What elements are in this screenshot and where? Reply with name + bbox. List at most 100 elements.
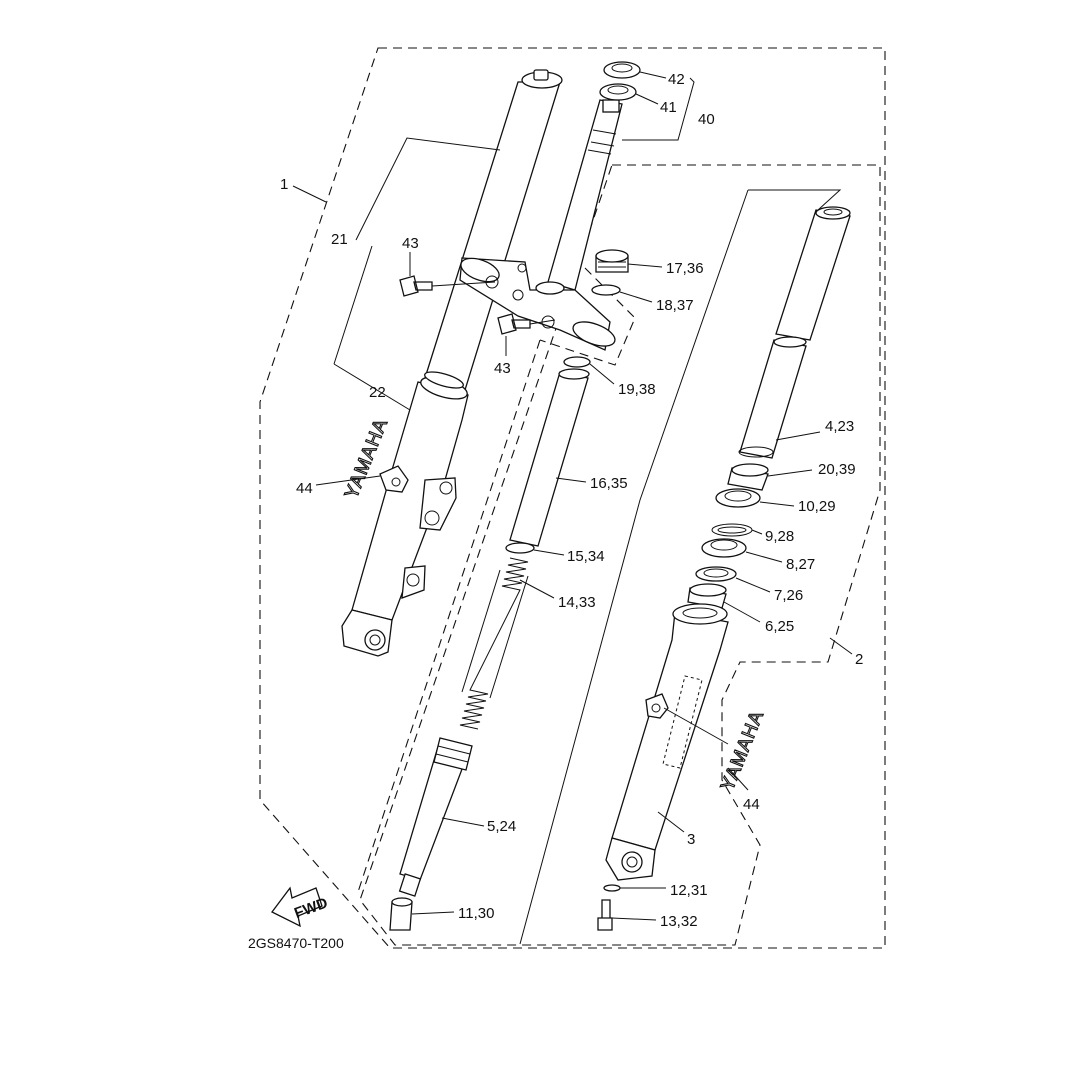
callout-5-24: 5,24: [487, 818, 516, 835]
leader-43b-bolt: [529, 319, 556, 325]
leader-44b-stud: [663, 707, 729, 745]
left-dust-seal: [424, 371, 464, 389]
left-inner-tube: [424, 81, 561, 391]
leader-18: [619, 291, 653, 303]
right-outer-tube-3-top: [672, 603, 728, 625]
right-reflector-stud: [645, 693, 669, 719]
circlip-19: [563, 356, 591, 368]
callout-43-upper: 43: [402, 235, 419, 252]
bracket-clamp-left: [460, 257, 500, 283]
right-axle-hole: [621, 851, 643, 873]
callout-20-39: 20,39: [818, 461, 856, 478]
left-reflector-stud: [379, 465, 409, 493]
left-internals: [389, 249, 629, 931]
bracket-stem-collar: [535, 281, 565, 295]
callout-11-30: 11,30: [458, 905, 494, 922]
right-fork-exploded: [597, 206, 851, 931]
leader-9: [751, 529, 763, 535]
left-caliper-mount-lower: [401, 565, 426, 599]
left-mount-hole-2: [424, 510, 440, 526]
right-axle-hole-inner: [626, 856, 638, 868]
leader-2: [829, 637, 853, 655]
leader-42: [639, 71, 667, 79]
right-reflector-hole: [651, 703, 661, 713]
leader-22-upper: [333, 245, 373, 365]
callout-44-right: 44: [743, 796, 760, 813]
right-inner-tube-upper: [775, 209, 851, 341]
left-tube-cap-bolt: [533, 69, 549, 81]
bolt-43-upper: [399, 275, 433, 297]
inner-dashed-left-assembly: [357, 339, 541, 893]
callout-6-25: 6,25: [765, 618, 794, 635]
leader-5: [441, 817, 485, 827]
left-axle-hole: [364, 629, 386, 651]
callout-44-left: 44: [296, 480, 313, 497]
callout-43-lower: 43: [494, 360, 511, 377]
spring-seat-15: [505, 542, 535, 554]
fork-spring-14-outline-right: [489, 575, 529, 699]
left-outer-tube: [351, 381, 469, 621]
o-ring-18: [591, 284, 621, 296]
oil-seal-8-inner: [710, 539, 738, 551]
inner-tube-4-bushing: [738, 446, 774, 458]
callout-labels: 1 2 3 4,23 5,24 6,25 7,26 8,27 9,28 10,2…: [280, 71, 863, 930]
leader-21: [355, 137, 501, 241]
callout-7-26: 7,26: [774, 587, 803, 604]
left-axle-hole-inner: [369, 634, 381, 646]
right-inner-tube-top: [815, 206, 851, 220]
bearing-41-inner: [607, 85, 629, 95]
stem-top-nut: [602, 99, 620, 113]
damper-rod-5-coil-1: [437, 745, 471, 755]
leader-8: [745, 551, 783, 563]
leader-44b: [727, 767, 749, 791]
fork-spring-14-outline-left: [461, 569, 501, 693]
copper-washer-12: [603, 884, 621, 892]
fwd-arrow-shape: [271, 886, 323, 928]
left-mount-hole-1: [439, 481, 453, 495]
right-outer-tube-3-label-area: [662, 675, 703, 769]
brand-label-left: YAMAHA: [341, 415, 392, 502]
callout-14-33: 14,33: [558, 594, 596, 611]
callout-21: 21: [331, 231, 348, 248]
leader-11: [411, 911, 455, 915]
leader-17: [627, 263, 663, 268]
callout-40: 40: [698, 111, 715, 128]
callout-10-29: 10,29: [798, 498, 836, 515]
leader-21-right: [748, 189, 842, 211]
slide-bushing-20-top: [731, 463, 769, 477]
inner-tube-4: [739, 339, 807, 459]
leader-19: [589, 363, 615, 385]
right-inner-tube-top-hole: [823, 208, 843, 216]
leader-1: [292, 185, 327, 203]
callout-42: 42: [668, 71, 685, 88]
callout-4-23: 4,23: [825, 418, 854, 435]
callout-17-36: 17,36: [666, 260, 704, 277]
left-caliper-mount-upper: [419, 477, 457, 531]
leader-13: [611, 917, 657, 921]
outer-bushing-6-top: [689, 583, 727, 597]
callout-3: 3: [687, 831, 695, 848]
cap-bolt-17-top: [595, 249, 629, 263]
stem-washers: [599, 61, 641, 101]
leader-43a-bolt: [431, 281, 496, 287]
bearing-race-42-inner: [611, 63, 633, 73]
bracket-clamp-right: [572, 321, 616, 347]
bracket-bolt-hole-1: [485, 275, 499, 289]
fwd-arrow-icon: FWD: [271, 886, 330, 928]
stem-ring-1: [592, 129, 617, 135]
callout-18-37: 18,37: [656, 297, 694, 314]
stem-ring-3: [587, 149, 612, 155]
inner-tube-4-top: [773, 336, 807, 348]
brand-label-right: YAMAHA: [717, 707, 768, 794]
group-1-boundary: [259, 47, 886, 949]
leader-3: [657, 811, 685, 833]
left-mount-hole-3: [406, 573, 420, 587]
left-reflector-hole: [391, 477, 401, 487]
damper-rod-5-tip: [398, 873, 422, 897]
spacer-pipe-16-top: [558, 368, 590, 380]
oil-seal-8: [701, 538, 747, 558]
callout-9-28: 9,28: [765, 528, 794, 545]
callout-2: 2: [855, 651, 863, 668]
left-fork-leg: [341, 69, 563, 657]
